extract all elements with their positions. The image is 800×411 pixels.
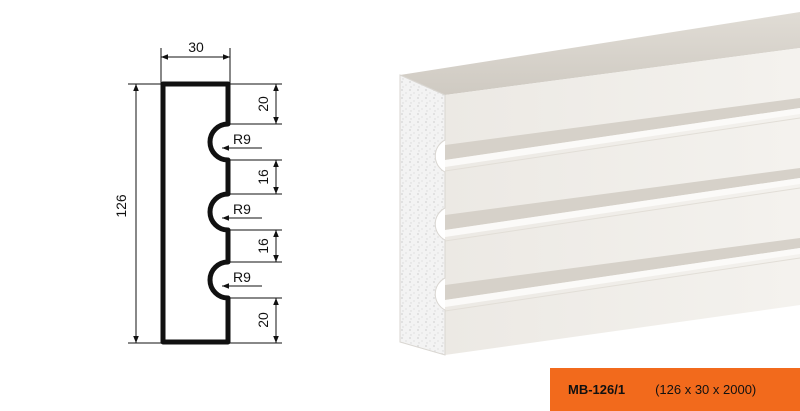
product-code: MB-126/1 xyxy=(568,382,626,397)
seg-top-label: 20 xyxy=(255,96,271,112)
profile-outline xyxy=(160,81,231,345)
product-dimensions: (126 x 30 x 2000) xyxy=(655,382,757,397)
radius-label-1: R9 xyxy=(233,131,251,147)
product-badge: MB-126/1 (126 x 30 x 2000) xyxy=(550,368,800,411)
molding-3d-icon xyxy=(399,12,800,356)
radius-label-2: R9 xyxy=(233,201,251,217)
width-label: 30 xyxy=(188,39,204,55)
radius-label-3: R9 xyxy=(233,269,251,285)
seg-gap1-label: 16 xyxy=(255,169,271,185)
seg-gap2-label: 16 xyxy=(255,238,271,254)
seg-bottom-label: 20 xyxy=(255,312,271,328)
height-label: 126 xyxy=(113,194,129,218)
